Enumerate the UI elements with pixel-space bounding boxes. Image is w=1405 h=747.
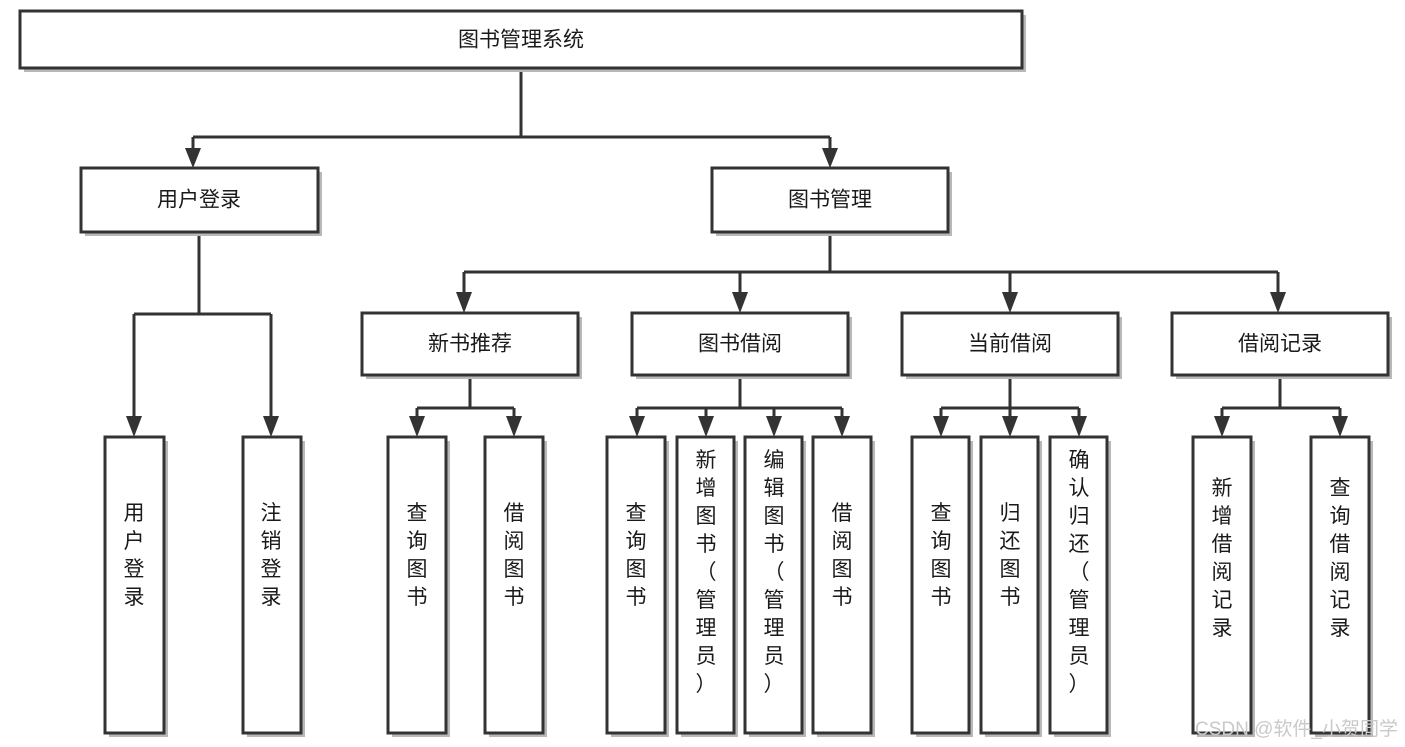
node-leaf-borrow-edit[interactable]: 编辑图书（管理员） [743, 435, 806, 737]
node-leaf-user-logout[interactable]: 注销登录 [241, 435, 305, 737]
node-leaf-cur-return-box [979, 435, 1040, 735]
node-leaf-borrow-lend[interactable]: 借阅图书 [811, 435, 875, 737]
arrowhead-book-borrow [732, 292, 748, 313]
node-book-manage-label: 图书管理 [788, 189, 872, 212]
arrowhead-leaf-cur-confirm [1071, 416, 1087, 437]
node-leaf-cur-query[interactable]: 查询图书 [910, 435, 973, 737]
node-leaf-cur-query-label: 查询图书 [931, 502, 952, 609]
arrowhead-leaf-cur-return [1002, 416, 1018, 437]
node-leaf-borrow-query[interactable]: 查询图书 [605, 435, 669, 737]
node-new-book-rec-label: 新书推荐 [428, 333, 512, 356]
arrowhead-leaf-rec-query2 [1332, 416, 1348, 437]
arrowhead-leaf-borrow-add [698, 416, 714, 437]
node-leaf-borrow-edit-box [743, 435, 804, 735]
node-user-login-label: 用户登录 [157, 189, 241, 212]
node-leaf-rec-borrow[interactable]: 借阅图书 [483, 435, 547, 737]
node-leaf-user-login[interactable]: 用户登录 [103, 435, 168, 737]
arrowhead-leaf-cur-query [933, 416, 949, 437]
node-leaf-cur-confirm[interactable]: 确认归还（管理员） [1048, 435, 1111, 737]
arrowhead-new-book-rec [456, 292, 472, 313]
node-leaf-borrow-add-box [675, 435, 736, 735]
csdn-watermark: CSDN @软件_小贺同学 [1195, 718, 1398, 740]
node-book-manage-box [710, 166, 950, 234]
node-current-borrow[interactable]: 当前借阅 [900, 311, 1122, 379]
node-leaf-rec-query-label: 查询图书 [407, 502, 428, 609]
node-new-book-rec-box [360, 311, 580, 377]
arrowhead-leaf-rec-query [409, 416, 425, 437]
node-leaf-rec-add[interactable]: 新增借阅记录 [1191, 435, 1255, 737]
arrowhead-leaf-borrow-edit [766, 416, 782, 437]
node-current-borrow-box [900, 311, 1120, 377]
node-borrow-record[interactable]: 借阅记录 [1170, 311, 1392, 379]
arrowhead-current-borrow [1002, 292, 1018, 313]
node-leaf-user-logout-label: 注销登录 [261, 502, 282, 609]
node-borrow-record-box [1170, 311, 1390, 377]
arrowhead-leaf-user-logout [263, 416, 279, 437]
node-root-box [18, 9, 1024, 70]
node-book-borrow-label: 图书借阅 [698, 333, 782, 356]
arrowhead-leaf-rec-add [1214, 416, 1230, 437]
arrowhead-leaf-borrow-lend [834, 416, 850, 437]
node-user-login[interactable]: 用户登录 [79, 166, 322, 236]
node-leaf-cur-return[interactable]: 归还图书 [979, 435, 1042, 737]
arrowhead-leaf-borrow-query [629, 416, 645, 437]
node-leaf-borrow-add[interactable]: 新增图书（管理员） [675, 435, 738, 737]
node-leaf-rec-query-box [386, 435, 448, 735]
node-book-borrow-box [630, 311, 850, 377]
node-current-borrow-label: 当前借阅 [968, 333, 1052, 356]
node-book-manage[interactable]: 图书管理 [710, 166, 952, 236]
node-root[interactable]: 图书管理系统 [18, 9, 1026, 72]
arrowhead-leaf-user-login [126, 416, 142, 437]
node-leaf-rec-add-label: 新增借阅记录 [1212, 477, 1233, 640]
node-leaf-borrow-lend-box [811, 435, 873, 735]
node-leaf-borrow-edit-label: 编辑图书（管理员） [764, 449, 785, 696]
node-leaf-rec-query2-label: 查询借阅记录 [1330, 477, 1351, 640]
node-leaf-rec-add-box [1191, 435, 1253, 735]
arrowhead-borrow-record [1270, 292, 1286, 313]
node-leaf-borrow-query-label: 查询图书 [626, 502, 647, 609]
arrowhead-leaf-rec-borrow [506, 416, 522, 437]
arrowhead-book-manage [822, 148, 838, 168]
node-leaf-cur-query-box [910, 435, 971, 735]
node-root-label: 图书管理系统 [458, 29, 584, 52]
node-new-book-rec[interactable]: 新书推荐 [360, 311, 582, 379]
node-leaf-user-login-label: 用户登录 [124, 502, 145, 609]
node-leaf-rec-borrow-label: 借阅图书 [504, 502, 525, 609]
node-leaf-rec-borrow-box [483, 435, 545, 735]
node-leaf-borrow-lend-label: 借阅图书 [832, 502, 853, 609]
node-leaf-rec-query[interactable]: 查询图书 [386, 435, 450, 737]
node-leaf-cur-confirm-box [1048, 435, 1109, 735]
node-leaf-user-login-box [103, 435, 166, 735]
node-borrow-record-label: 借阅记录 [1238, 333, 1322, 356]
node-leaf-borrow-query-box [605, 435, 667, 735]
node-user-login-box [79, 166, 320, 234]
node-leaf-borrow-add-label: 新增图书（管理员） [696, 449, 717, 696]
connector-layer [126, 68, 1348, 437]
node-leaf-cur-confirm-label: 确认归还（管理员） [1069, 449, 1090, 696]
arrowhead-user-login [185, 148, 201, 168]
node-book-borrow[interactable]: 图书借阅 [630, 311, 852, 379]
node-leaf-rec-query2-box [1309, 435, 1371, 735]
node-leaf-rec-query2[interactable]: 查询借阅记录 [1309, 435, 1373, 737]
node-leaf-user-logout-box [241, 435, 303, 735]
node-leaf-cur-return-label: 归还图书 [1000, 502, 1021, 609]
